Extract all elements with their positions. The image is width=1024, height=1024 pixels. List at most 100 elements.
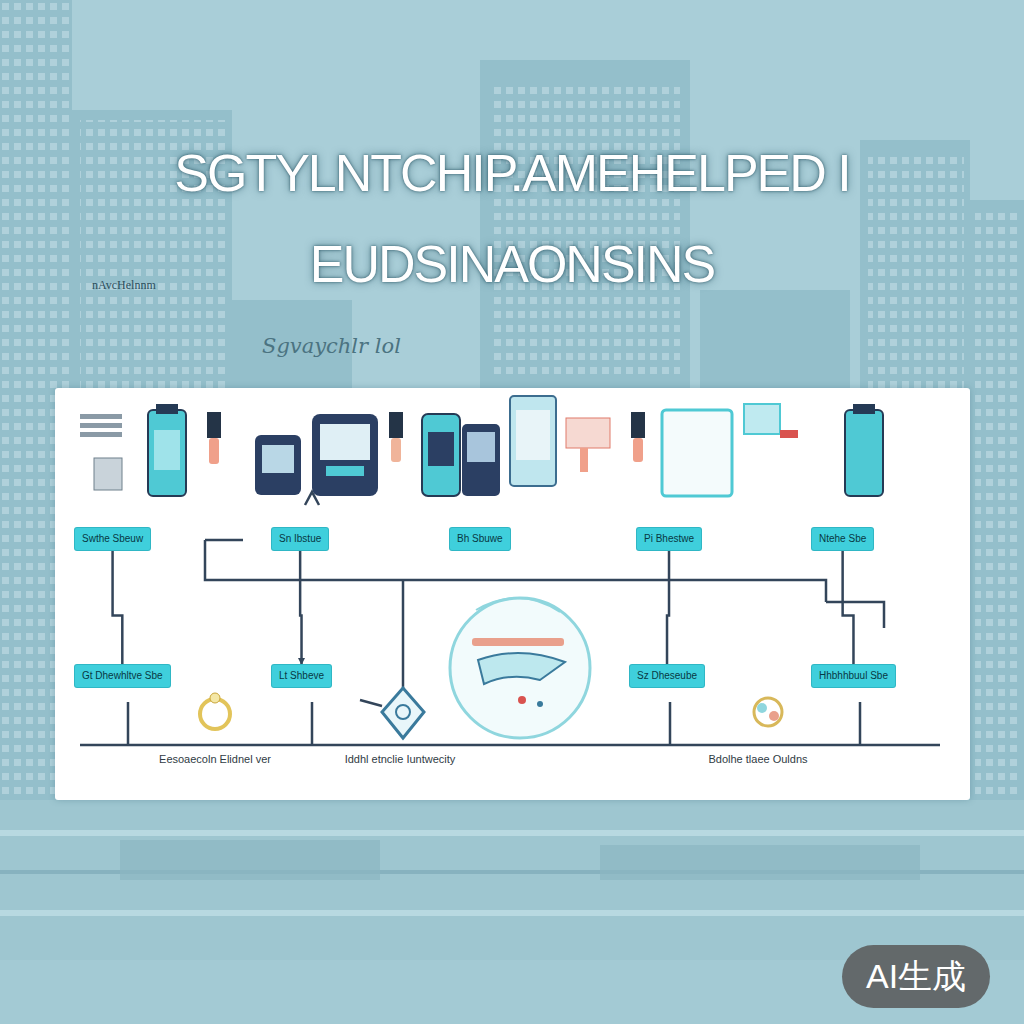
- process-box: Lt Shbeve: [272, 665, 331, 687]
- connector-group: [667, 550, 669, 665]
- process-box: Sn Ibstue: [272, 528, 328, 550]
- process-box: Hhbhhbuul Sbe: [812, 665, 895, 687]
- process-box: Sz Dheseube: [630, 665, 704, 687]
- device-icons: [209, 438, 219, 464]
- process-box: Pi Bhestwe: [637, 528, 701, 550]
- device-icons: [467, 432, 495, 462]
- circle-illustration: [450, 598, 590, 738]
- street: [600, 845, 920, 880]
- box-label: Gt Dhewhltve Sbe: [82, 670, 163, 682]
- circle-illustration: [537, 701, 543, 707]
- connector-line: [843, 550, 854, 665]
- device-icons: [389, 412, 403, 438]
- connector-group: [113, 550, 123, 665]
- device-icons: [80, 414, 122, 490]
- device-icons: [262, 445, 294, 473]
- process-box: Ntehe Sbe: [812, 528, 873, 550]
- connector-group: [300, 550, 301, 665]
- item-caption: Bdolhe tlaee Ouldns: [702, 753, 814, 767]
- device-icons: [631, 412, 645, 438]
- box-label: Swthe Sbeuw: [82, 533, 143, 545]
- item-caption: Eesoaecoln Elidnel ver: [159, 753, 271, 767]
- device-icons: [148, 410, 186, 496]
- jewelry-cluster: [754, 698, 782, 726]
- device-icons: [326, 466, 364, 476]
- device-icons: [80, 432, 122, 437]
- device-icons: [156, 404, 178, 414]
- box-label: Sn Ibstue: [279, 533, 321, 545]
- device-icons: [516, 410, 550, 460]
- device-icons: [320, 424, 370, 460]
- diamond-pendant: [382, 688, 424, 738]
- script-note: Sgvaychlr lol: [262, 334, 401, 358]
- item-caption: Iddhl etnclie Iuntwecity: [344, 753, 456, 767]
- device-icons: [80, 396, 883, 496]
- skyline: [970, 200, 1024, 800]
- building-windows: [975, 210, 1019, 800]
- box-label: Pi Bhestwe: [644, 533, 694, 545]
- device-icons: [94, 458, 122, 490]
- device-icons: [207, 412, 221, 438]
- gold-ring: [210, 693, 220, 703]
- street: [0, 800, 1024, 1024]
- device-icons: [312, 414, 378, 496]
- street: [0, 830, 1024, 836]
- jewelry-cluster: [769, 711, 779, 721]
- box-label: Ntehe Sbe: [819, 533, 866, 545]
- box-label: Bh Sbuwe: [457, 533, 503, 545]
- device-icons: [633, 438, 643, 462]
- device-icons: [80, 423, 122, 428]
- connector-lines: [80, 492, 940, 745]
- box-label: Lt Shbeve: [279, 670, 324, 682]
- circle-illustration: [450, 598, 590, 738]
- connector-group: [843, 550, 854, 665]
- device-icons: [744, 404, 780, 434]
- box-label: Sz Dheseube: [637, 670, 697, 682]
- process-box: Gt Dhewhltve Sbe: [75, 665, 170, 687]
- diamond-pendant: [382, 688, 424, 738]
- connector-line: [300, 550, 301, 665]
- connector-lines: [305, 492, 319, 505]
- device-icons: [780, 430, 798, 438]
- process-box: Bh Sbuwe: [450, 528, 510, 550]
- jewelry-cluster: [754, 698, 782, 726]
- device-icons: [853, 404, 875, 414]
- connector-lines: [360, 700, 382, 706]
- diagram-title: SGTYLNTCHIP.AMEHELPED I EUDSINAONSINS: [82, 128, 942, 310]
- box-label: Hhbhhbuul Sbe: [819, 670, 888, 682]
- gold-ring: [200, 693, 230, 729]
- connector-lines: [826, 602, 884, 628]
- jewelry-cluster: [757, 703, 767, 713]
- street: [120, 840, 380, 880]
- device-icons: [566, 418, 610, 448]
- connector-line: [667, 550, 669, 665]
- device-icons: [845, 410, 883, 496]
- skyline: [0, 0, 1024, 810]
- street: [0, 910, 1024, 916]
- connector-line: [113, 550, 123, 665]
- circle-illustration: [472, 638, 564, 646]
- building-sign: nAvcHelnnm: [92, 278, 156, 293]
- connector-lines: [402, 580, 405, 688]
- device-icons: [80, 414, 122, 419]
- circle-illustration: [476, 598, 560, 612]
- device-icons: [391, 438, 401, 462]
- process-box: Swthe Sbeuw: [75, 528, 150, 550]
- device-icons: [462, 424, 500, 496]
- diamond-pendant: [396, 705, 410, 719]
- device-icons: [510, 396, 556, 486]
- building-windows: [490, 80, 680, 380]
- device-icons: [154, 430, 180, 470]
- circle-illustration: [478, 653, 565, 684]
- circle-illustration: [518, 696, 526, 704]
- watermark-badge: AI生成: [842, 945, 990, 1008]
- device-icons: [580, 448, 588, 472]
- device-icons: [255, 435, 301, 495]
- device-icons: [662, 410, 732, 496]
- device-icons: [428, 432, 454, 466]
- building-windows: [0, 0, 1019, 800]
- device-icons: [422, 414, 460, 496]
- street: [0, 800, 1024, 1024]
